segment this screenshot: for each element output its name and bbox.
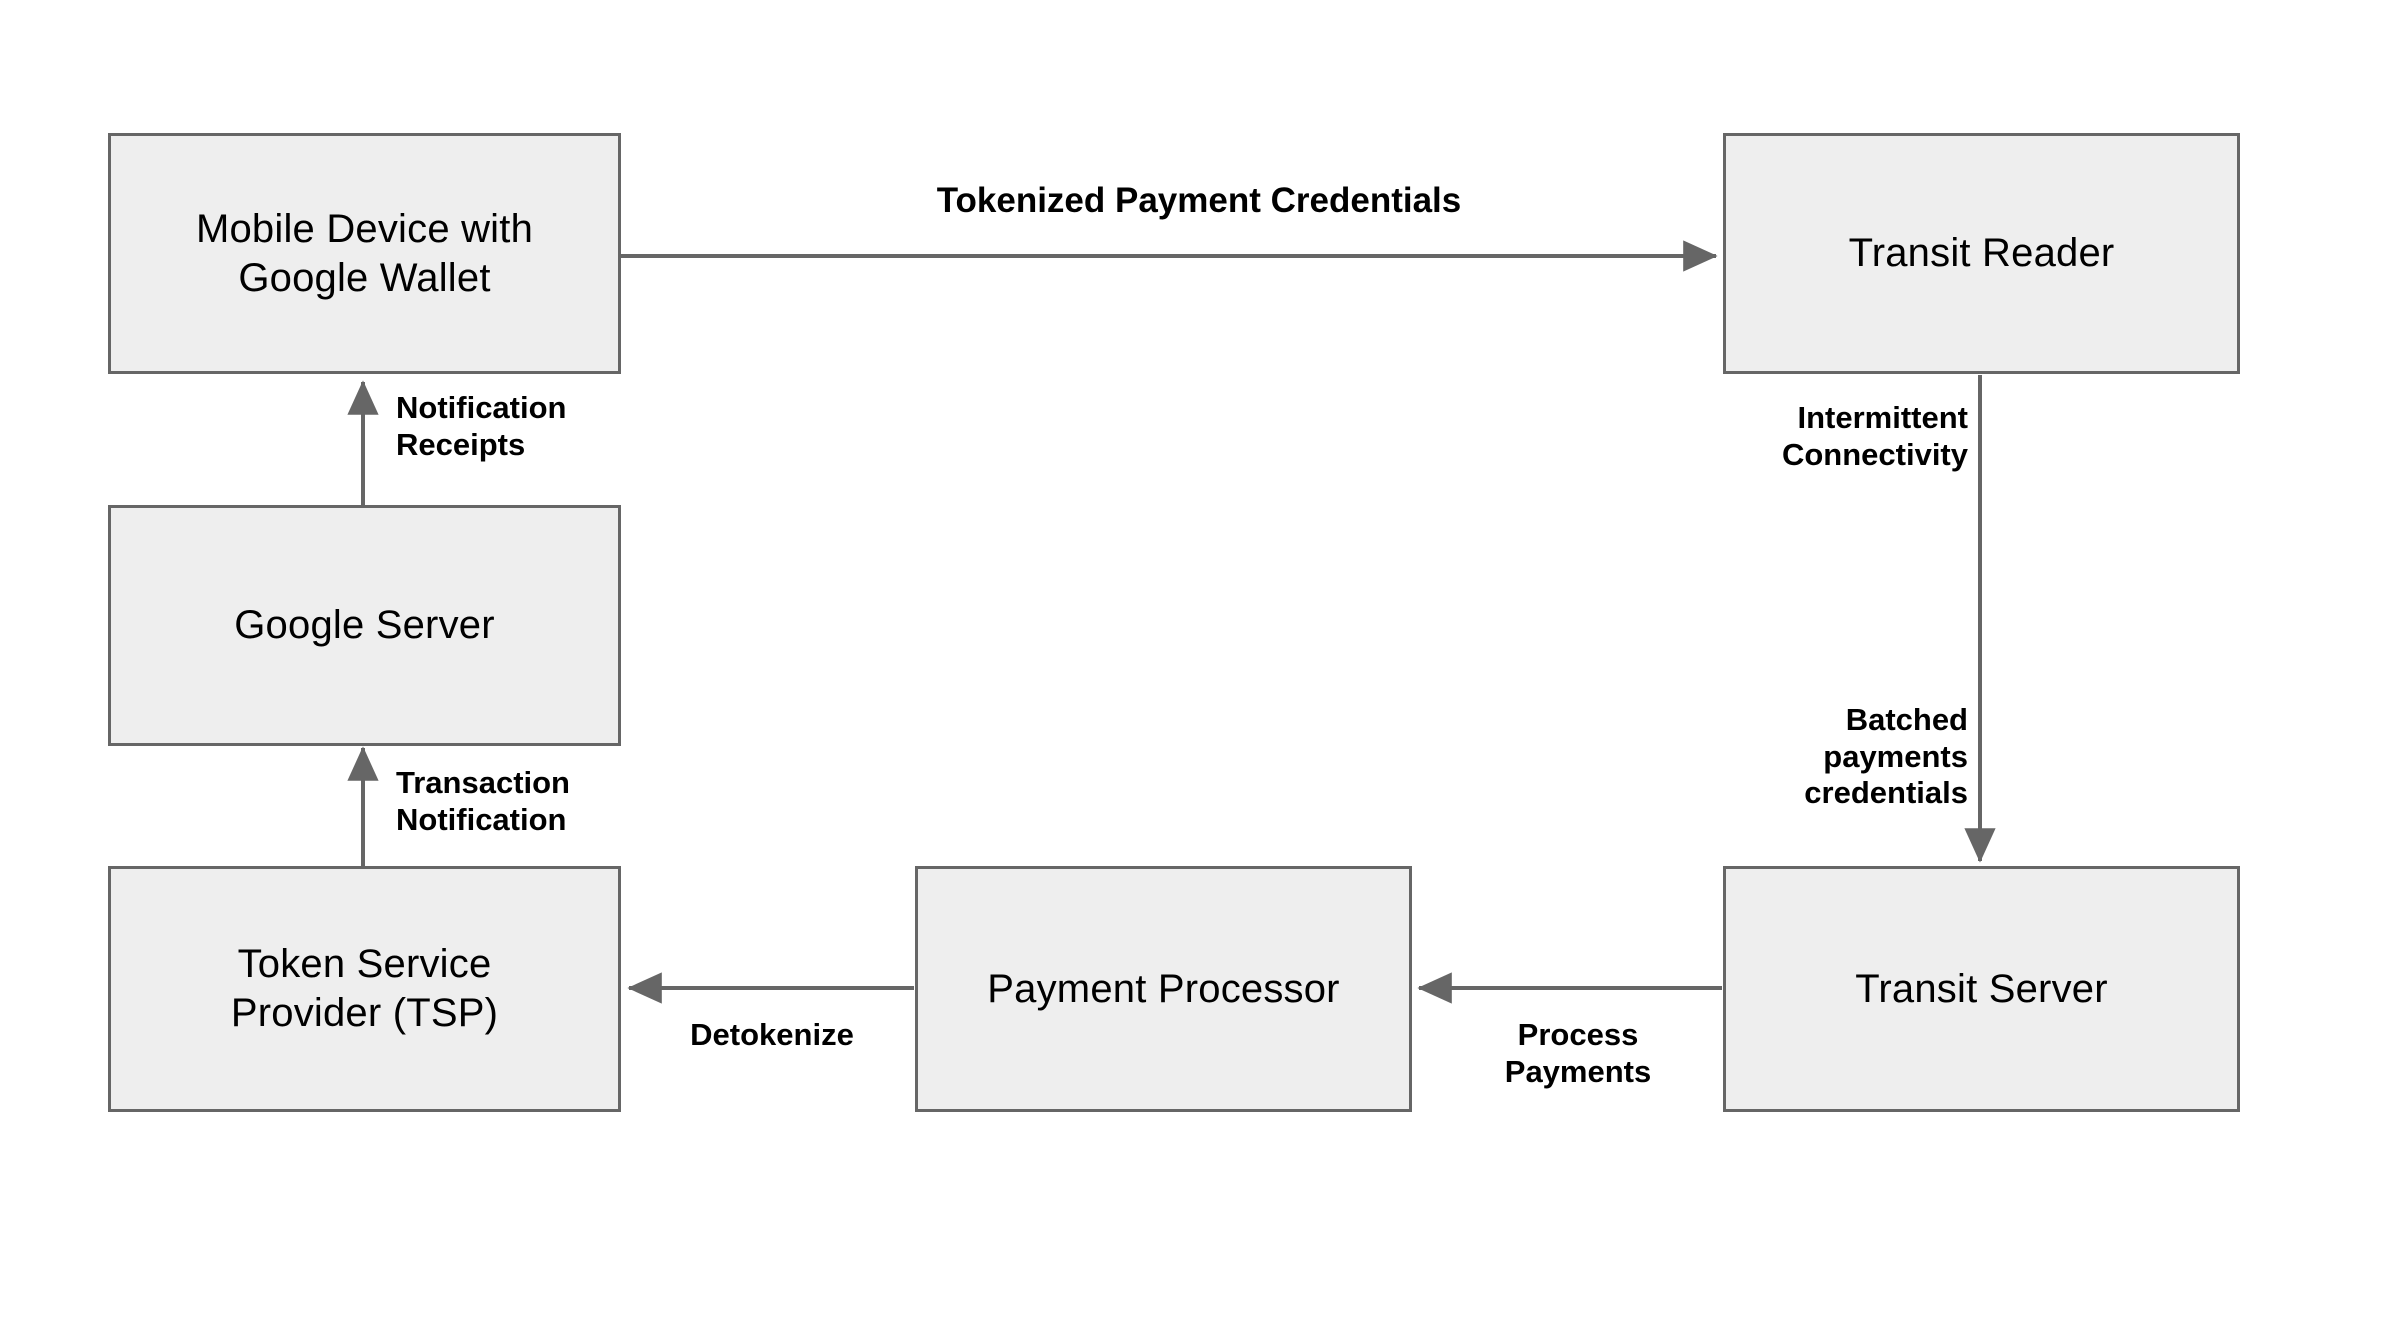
node-mobile-device[interactable]: Mobile Device with Google Wallet <box>108 133 621 374</box>
edge-label-tokenized-payment-credentials: Tokenized Payment Credentials <box>936 181 1462 220</box>
node-token-service-provider-label: Token Service Provider (TSP) <box>230 942 499 1035</box>
edge-label-batched-payments-credentials: Batched payments credentials <box>1804 702 1968 811</box>
edge-label-process-payments: Process Payments <box>1504 1017 1652 1089</box>
node-transit-server-label: Transit Server <box>1855 966 2108 1011</box>
node-transit-reader[interactable]: Transit Reader <box>1723 133 2240 374</box>
edge-label-intermittent-connectivity: Intermittent Connectivity <box>1781 400 1968 472</box>
node-google-server[interactable]: Google Server <box>108 505 621 746</box>
node-google-server-label: Google Server <box>234 603 495 648</box>
node-mobile-device-label: Mobile Device with Google Wallet <box>195 206 534 300</box>
edge-label-detokenize: Detokenize <box>690 1017 854 1052</box>
node-token-service-provider[interactable]: Token Service Provider (TSP) <box>108 866 621 1112</box>
edge-label-notification-receipts: Notification Receipts <box>396 390 567 462</box>
edge-label-transaction-notification: Transaction Notification <box>396 765 570 837</box>
node-payment-processor[interactable]: Payment Processor <box>915 866 1412 1112</box>
node-transit-reader-label: Transit Reader <box>1848 231 2115 276</box>
node-transit-server[interactable]: Transit Server <box>1723 866 2240 1112</box>
node-payment-processor-label: Payment Processor <box>987 966 1340 1011</box>
